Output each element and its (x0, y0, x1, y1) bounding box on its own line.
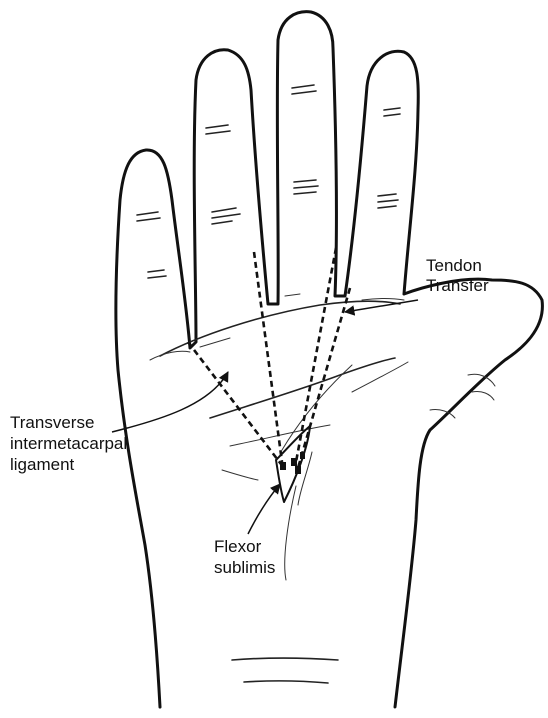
finger-crease (212, 221, 232, 224)
palm-crease-long (298, 452, 312, 505)
palm-crease-minor (150, 351, 190, 360)
transverse-ligament-label: Transverse intermetacarpal ligament (10, 413, 132, 474)
tendon-stump (295, 466, 301, 474)
transverse-ligament-arrow (112, 372, 228, 432)
wrist-crease (232, 658, 338, 660)
tendon-transfer-label: Tendon Transfer (426, 256, 489, 295)
tendon-stump (291, 458, 297, 466)
finger-crease (384, 114, 400, 116)
palm-crease-minor (352, 362, 408, 392)
finger-crease (292, 91, 316, 94)
finger-crease (378, 194, 396, 196)
flexor-sublimis-arrow (248, 484, 280, 534)
finger-crease (378, 206, 396, 208)
finger-crease (212, 208, 236, 212)
finger-crease (294, 180, 316, 182)
palm-crease-minor (285, 294, 300, 296)
finger-crease (294, 192, 316, 194)
wrist-crease (244, 681, 328, 683)
finger-crease (292, 85, 314, 88)
thumb-crease (472, 391, 494, 400)
palm-crease-minor (200, 338, 230, 347)
finger-crease (148, 276, 166, 278)
palm-crease-minor (222, 470, 258, 480)
flexor-sublimis-label: Flexor sublimis (214, 537, 275, 577)
finger-crease (206, 131, 230, 134)
palm-crease-thenar (282, 365, 352, 450)
finger-crease (137, 212, 158, 215)
tendon-path-middle (296, 248, 336, 462)
finger-crease (294, 186, 318, 188)
finger-crease (206, 125, 228, 128)
finger-crease (148, 270, 164, 272)
tendon-stump (300, 452, 305, 459)
tendon-path-index (298, 288, 350, 468)
finger-crease (212, 214, 240, 218)
tendon-stump (280, 462, 286, 470)
finger-crease (384, 108, 400, 110)
finger-crease (137, 218, 160, 221)
palm-crease-long (285, 486, 296, 580)
palm-crease-minor (362, 299, 404, 301)
finger-crease (378, 200, 398, 202)
